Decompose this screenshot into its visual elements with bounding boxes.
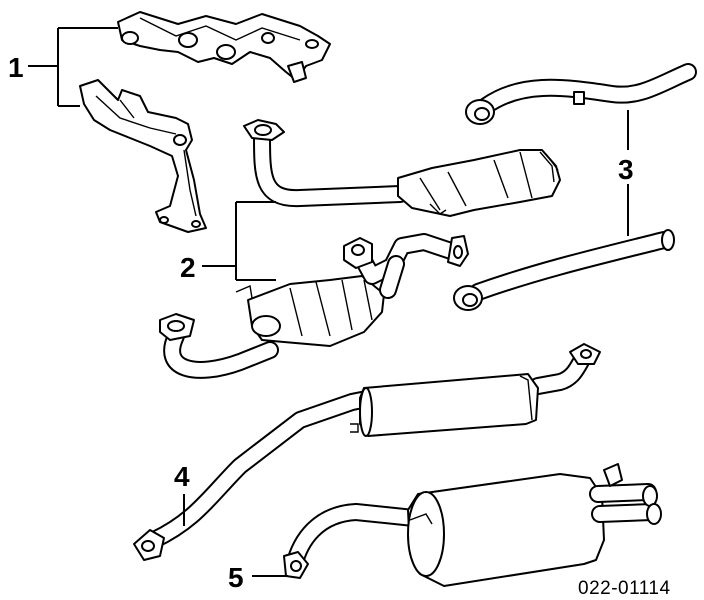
part-5-rear-muffler: 5 — [228, 463, 662, 593]
part-2-front-pipes-with-catalytic-converters: 2 — [159, 119, 561, 379]
part-3-intermediate-pipes: 3 — [453, 63, 697, 311]
upper-front-pipe-catalytic-converter — [243, 119, 561, 217]
callout-4-label: 4 — [174, 461, 190, 492]
callout-5-label: 5 — [228, 562, 244, 593]
callout-2-leader — [202, 201, 276, 281]
upper-intermediate-pipe — [465, 63, 697, 125]
callout-1-label: 1 — [8, 52, 24, 83]
lower-front-pipe-catalytic-converter — [159, 233, 469, 379]
callout-1-leader — [28, 27, 118, 107]
part-1-exhaust-manifolds: 1 — [8, 11, 331, 233]
callout-3-label: 3 — [618, 154, 634, 185]
diagram-part-number: 022-01114 — [578, 578, 671, 599]
lower-intermediate-pipe — [453, 229, 675, 311]
upper-exhaust-manifold — [117, 11, 331, 83]
callout-2-label: 2 — [180, 252, 196, 283]
part-4-center-muffler-pipe: 4 — [133, 343, 601, 561]
lower-exhaust-manifold — [79, 79, 207, 233]
